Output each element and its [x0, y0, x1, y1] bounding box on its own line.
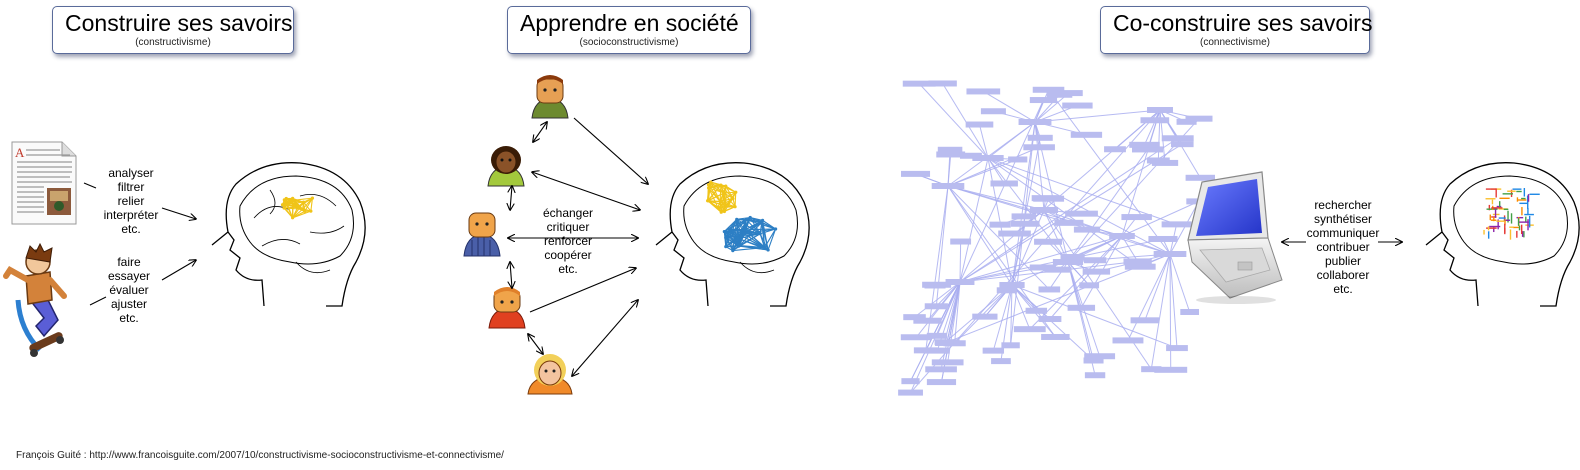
verb-label: contribuer: [1316, 240, 1370, 254]
verb-label: interpréter: [103, 208, 159, 222]
verb-label: analyser: [108, 166, 154, 180]
verb-label: faire: [117, 255, 141, 269]
verb-label: évaluer: [109, 283, 149, 297]
socioconstructivism-title: Apprendre en société: [520, 10, 739, 36]
connectivism-title: Co-construire ses savoirs: [1113, 10, 1373, 36]
constructivism-subtitle: (constructivisme): [135, 37, 211, 48]
yellow-mesh-icon: [280, 196, 315, 220]
person-icon: [527, 354, 573, 395]
verb-label: renforcer: [543, 234, 593, 248]
skater-icon: [3, 242, 67, 357]
svg-text:A: A: [15, 145, 25, 160]
verb-label: rechercher: [1314, 198, 1372, 212]
verb-label: critiquer: [546, 220, 590, 234]
verb-label: etc.: [121, 222, 141, 236]
multicolor-network-icon: [1483, 188, 1540, 240]
socioconstructivism-title-box: Apprendre en société (socioconstructivis…: [507, 6, 751, 54]
blue-mesh-icon: [722, 215, 778, 253]
constructivism-title-box: Construire ses savoirs (constructivisme): [52, 6, 294, 54]
source-citation: François Guité : http://www.francoisguit…: [16, 450, 504, 461]
verb-label: collaborer: [1316, 268, 1370, 282]
verb-label: ajuster: [110, 297, 148, 311]
verb-label: relier: [117, 194, 145, 208]
verb-label: filtrer: [117, 180, 145, 194]
verb-label: synthétiser: [1313, 212, 1373, 226]
brain-head-icon: [655, 162, 810, 307]
laptop-icon: [1187, 171, 1283, 304]
person-icon: [463, 212, 501, 257]
socioconstructivism-subtitle: (socioconstructivisme): [579, 37, 679, 48]
constructivism-verbs-bottom: faire essayer évaluer ajuster etc.: [94, 255, 164, 325]
person-icon: [531, 75, 569, 119]
verb-label: publier: [1324, 254, 1362, 268]
network-graph: [898, 80, 1215, 396]
yellow-mesh-icon: [706, 180, 738, 214]
person-icon: [487, 146, 525, 187]
verb-label: etc.: [1333, 282, 1353, 296]
verb-label: communiquer: [1306, 226, 1380, 240]
connectivism-subtitle: (connectivisme): [1199, 37, 1271, 48]
verb-label: etc.: [558, 262, 578, 276]
verb-label: etc.: [119, 311, 139, 325]
socioconstructivism-verbs: échanger critiquer renforcer coopérer et…: [528, 206, 608, 276]
brain-head-icon: [211, 162, 366, 307]
verb-label: échanger: [542, 206, 594, 220]
brain-head-icon: [1425, 162, 1580, 307]
document-icon: A: [11, 141, 77, 225]
constructivism-title: Construire ses savoirs: [65, 10, 293, 36]
connectivism-verbs: rechercher synthétiser communiquer contr…: [1300, 198, 1386, 296]
constructivism-verbs-top: analyser filtrer relier interpréter etc.: [96, 166, 166, 236]
verb-label: coopérer: [544, 248, 592, 262]
verb-label: essayer: [107, 269, 151, 283]
connectivism-title-box: Co-construire ses savoirs (connectivisme…: [1100, 6, 1373, 54]
person-icon: [488, 287, 526, 329]
